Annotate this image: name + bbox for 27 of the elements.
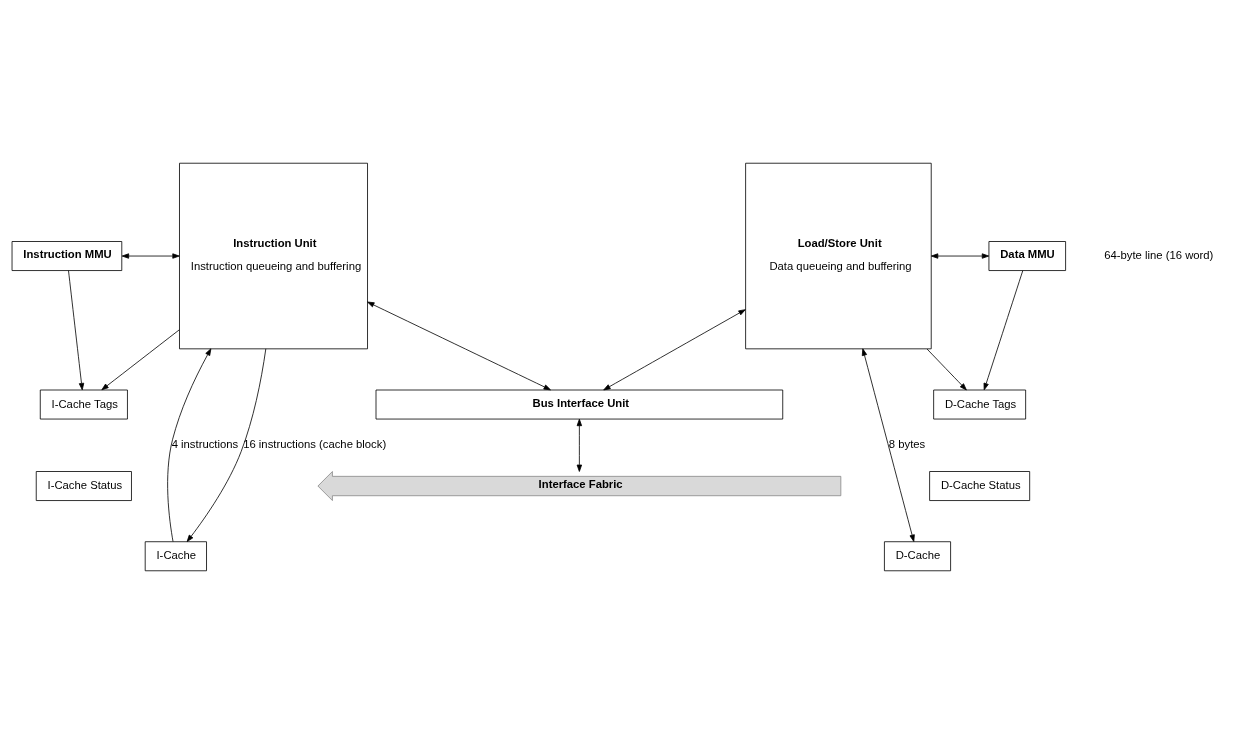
node-box: Instruction Unit Instruction queueing and buffering <box>179 162 368 349</box>
node-box: I-Cache <box>144 540 207 571</box>
node-box: Data MMU <box>988 240 1066 271</box>
arrow <box>367 301 551 390</box>
arrow <box>930 252 990 259</box>
node-box: I-Cache Status <box>35 470 132 501</box>
node-box: Instruction MMU <box>11 240 123 271</box>
arrow <box>983 269 1024 390</box>
node-box: D-Cache Tags <box>933 389 1027 419</box>
arrow <box>186 347 267 542</box>
arrow <box>167 347 212 542</box>
arrow <box>101 328 180 390</box>
node-box: D-Cache Status <box>929 470 1031 501</box>
arrow <box>68 269 85 390</box>
arrow <box>861 347 915 542</box>
arrow <box>121 252 180 259</box>
label: 64-byte line (16 word) <box>1104 248 1214 261</box>
node-box: I-Cache Tags <box>39 389 128 419</box>
arrow <box>576 418 583 472</box>
node-box: Load/Store Unit Data queueing and buffering <box>745 162 932 349</box>
arrow <box>926 348 967 390</box>
edge-label: 16 instructions (cache block) <box>243 437 387 450</box>
arrow <box>603 308 746 390</box>
edge-label: 4 instructions <box>171 437 239 450</box>
node-box: Bus Interface Unit <box>375 389 784 419</box>
node-box: D-Cache <box>884 540 951 571</box>
edge-label: 8 bytes <box>888 437 926 450</box>
